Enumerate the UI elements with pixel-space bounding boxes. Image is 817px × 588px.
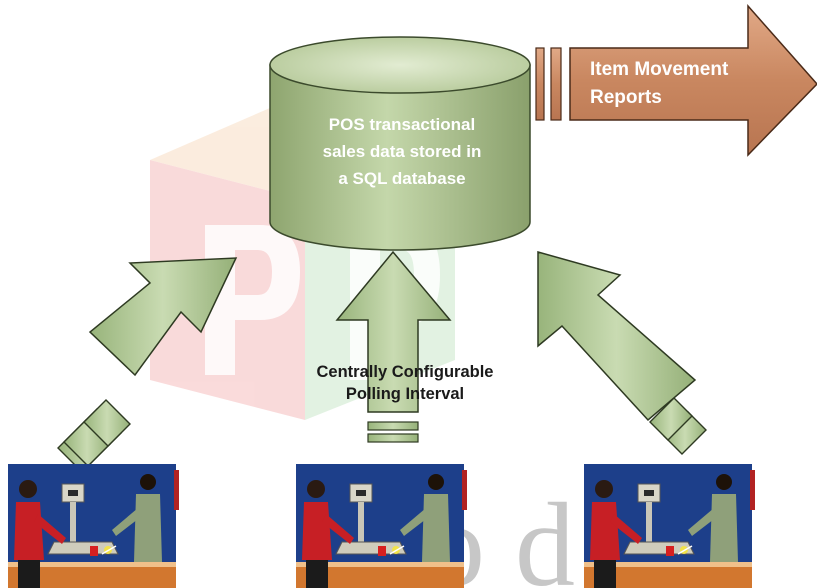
pos-terminal-3-icon xyxy=(584,464,755,588)
center-terminal-upload-arrow xyxy=(335,250,452,443)
polling-label-line-1: Centrally Configurable xyxy=(317,363,494,381)
database-label-line-3: a SQL database xyxy=(338,169,465,188)
database-label-line-1: POS transactional xyxy=(329,115,475,134)
sql-database-cylinder: POS transactional sales data stored in a… xyxy=(269,36,531,251)
polling-label-line-2: Polling Interval xyxy=(346,385,464,403)
database-label-line-2: sales data stored in xyxy=(323,142,482,161)
reports-label-line-1: Item Movement xyxy=(590,59,729,80)
pos-terminals xyxy=(8,464,755,588)
left-terminal-upload-arrow xyxy=(57,257,238,473)
item-movement-reports-arrow: Item Movement Reports xyxy=(535,4,817,157)
reports-label-line-2: Reports xyxy=(590,87,662,108)
right-terminal-upload-arrow xyxy=(537,251,707,455)
pos-terminal-2-icon xyxy=(296,464,467,588)
pos-terminal-1-icon xyxy=(8,464,179,588)
